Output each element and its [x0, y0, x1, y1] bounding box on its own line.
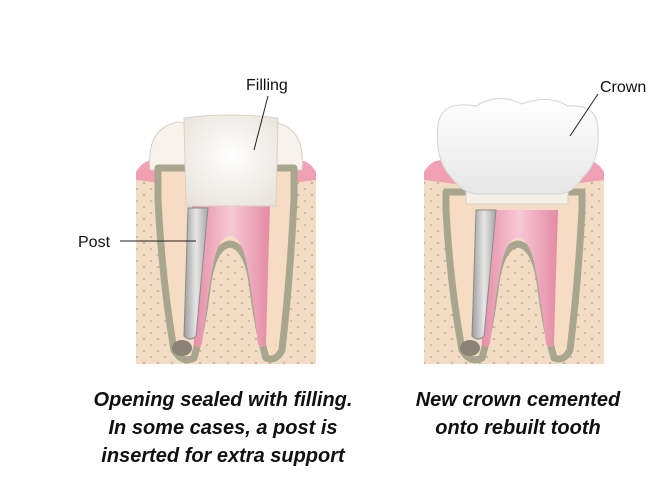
apex-seal: [460, 340, 480, 356]
post: [471, 209, 497, 340]
filling: [183, 114, 279, 207]
left-tooth: [136, 114, 316, 364]
pulp-canal: [480, 210, 558, 347]
filling-leader-line: [253, 95, 269, 151]
caption-line: New crown cemented: [415, 389, 621, 411]
caption-line: inserted for extra support: [101, 445, 345, 467]
crown-label: Crown: [600, 79, 646, 96]
pulp-canal: [192, 204, 270, 347]
caption-right: New crown cemented onto rebuilt tooth: [378, 386, 658, 442]
crown-leader-line: [569, 93, 599, 137]
crown: [436, 97, 599, 195]
right-tooth: [424, 97, 604, 364]
caption-left: Opening sealed with filling. In some cas…: [58, 386, 388, 470]
enamel: [149, 121, 189, 171]
caption-line: Opening sealed with filling.: [93, 389, 353, 411]
post-label: Post: [78, 234, 111, 251]
filling-label: Filling: [246, 77, 288, 94]
caption-line: onto rebuilt tooth: [435, 417, 601, 439]
apex-seal: [172, 340, 192, 356]
caption-line: In some cases, a post is: [108, 417, 338, 439]
